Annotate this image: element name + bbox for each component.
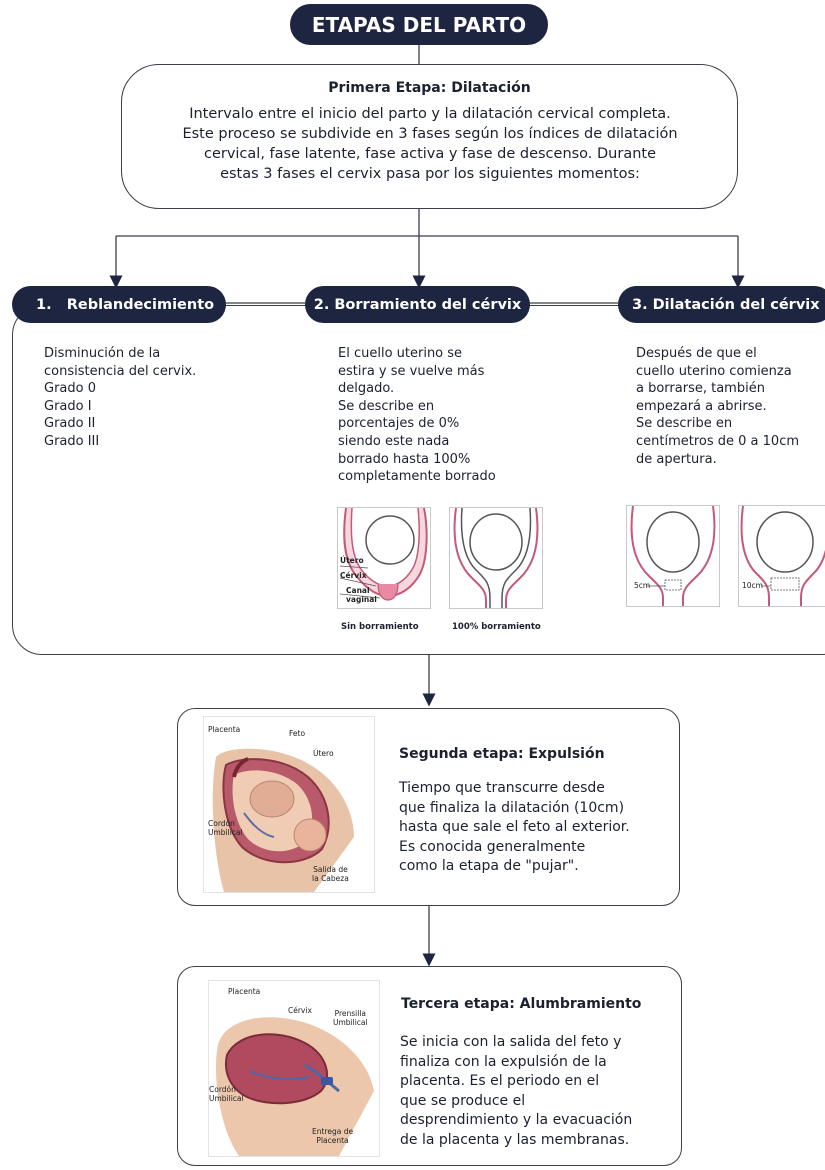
phase-label: 3. Dilatación del cérvix: [632, 296, 820, 313]
borramiento-100-illustration: [449, 507, 543, 609]
fetus-icon: [212, 748, 354, 892]
third-stage-heading: Tercera etapa: Alumbramiento: [401, 996, 642, 1012]
first-stage-description: Intervalo entre el inicio del parto y la…: [182, 106, 678, 182]
second-stage-description: Tiempo que transcurre desde que finaliza…: [399, 780, 630, 874]
uterus-icon: [453, 508, 539, 608]
phase-pill-borramiento: 2. Borramiento del cérvix: [305, 286, 530, 323]
caption-sin-borramiento: Sin borramiento: [341, 622, 419, 632]
label-feto: Feto: [289, 729, 306, 738]
phase-text-borramiento: El cuello uterino se estira y se vuelve …: [338, 346, 496, 485]
label-salida-cabeza: Salida de la Cabeza: [312, 865, 349, 883]
phase-pill-dilatacion: 3. Dilatación del cérvix: [618, 286, 825, 323]
label-utero: Útero: [340, 556, 364, 565]
first-stage-box: [121, 64, 738, 209]
second-stage-heading: Segunda etapa: Expulsión: [399, 746, 605, 762]
placenta-icon: [215, 1017, 374, 1156]
phase-text-dilatacion: Después de que el cuello uterino comienz…: [636, 346, 800, 467]
label-10cm: 10cm: [742, 581, 763, 590]
uterus-icon: [740, 506, 825, 606]
page-title: ETAPAS DEL PARTO: [290, 4, 548, 45]
page-title-text: ETAPAS DEL PARTO: [311, 12, 527, 37]
label-cordon-umbilical: Cordón Umbilical: [208, 819, 243, 837]
uterus-icon: [339, 508, 428, 601]
label-cordon-umbilical: Cordón Umbilical: [209, 1085, 244, 1103]
label-cervix: Cérvix: [340, 571, 367, 580]
alumbramiento-illustration: [208, 980, 380, 1157]
dilatacion-5cm-illustration: [626, 505, 720, 607]
phase-pill-reblandecimiento: 1. Reblandecimiento: [12, 286, 226, 323]
caption-100-borramiento: 100% borramiento: [452, 622, 541, 632]
label-placenta: Placenta: [228, 987, 261, 996]
label-5cm: 5cm: [634, 581, 651, 590]
label-canal-vaginal: Canal vaginal: [346, 586, 377, 604]
label-cervix: Cérvix: [288, 1006, 312, 1015]
expulsion-illustration: [203, 716, 375, 893]
label-placenta: Placenta: [208, 725, 241, 734]
label-prensilla-umbilical: Prensilla Umbilical: [333, 1009, 368, 1027]
uterus-icon: [630, 506, 716, 606]
label-utero: Útero: [313, 749, 334, 758]
first-stage-heading: Primera Etapa: Dilatación: [328, 80, 531, 96]
dilatacion-10cm-illustration: [738, 505, 825, 607]
phase-label: 2. Borramiento del cérvix: [313, 296, 522, 313]
sin-borramiento-illustration: [337, 507, 431, 609]
third-stage-description: Se inicia con la salida del feto y final…: [400, 1034, 633, 1148]
label-entrega-placenta: Entrega de Placenta: [312, 1127, 354, 1145]
phase-text-reblandecimiento: Disminución de la consistencia del cervi…: [44, 346, 197, 449]
phase-label: 1. Reblandecimiento: [36, 296, 215, 313]
